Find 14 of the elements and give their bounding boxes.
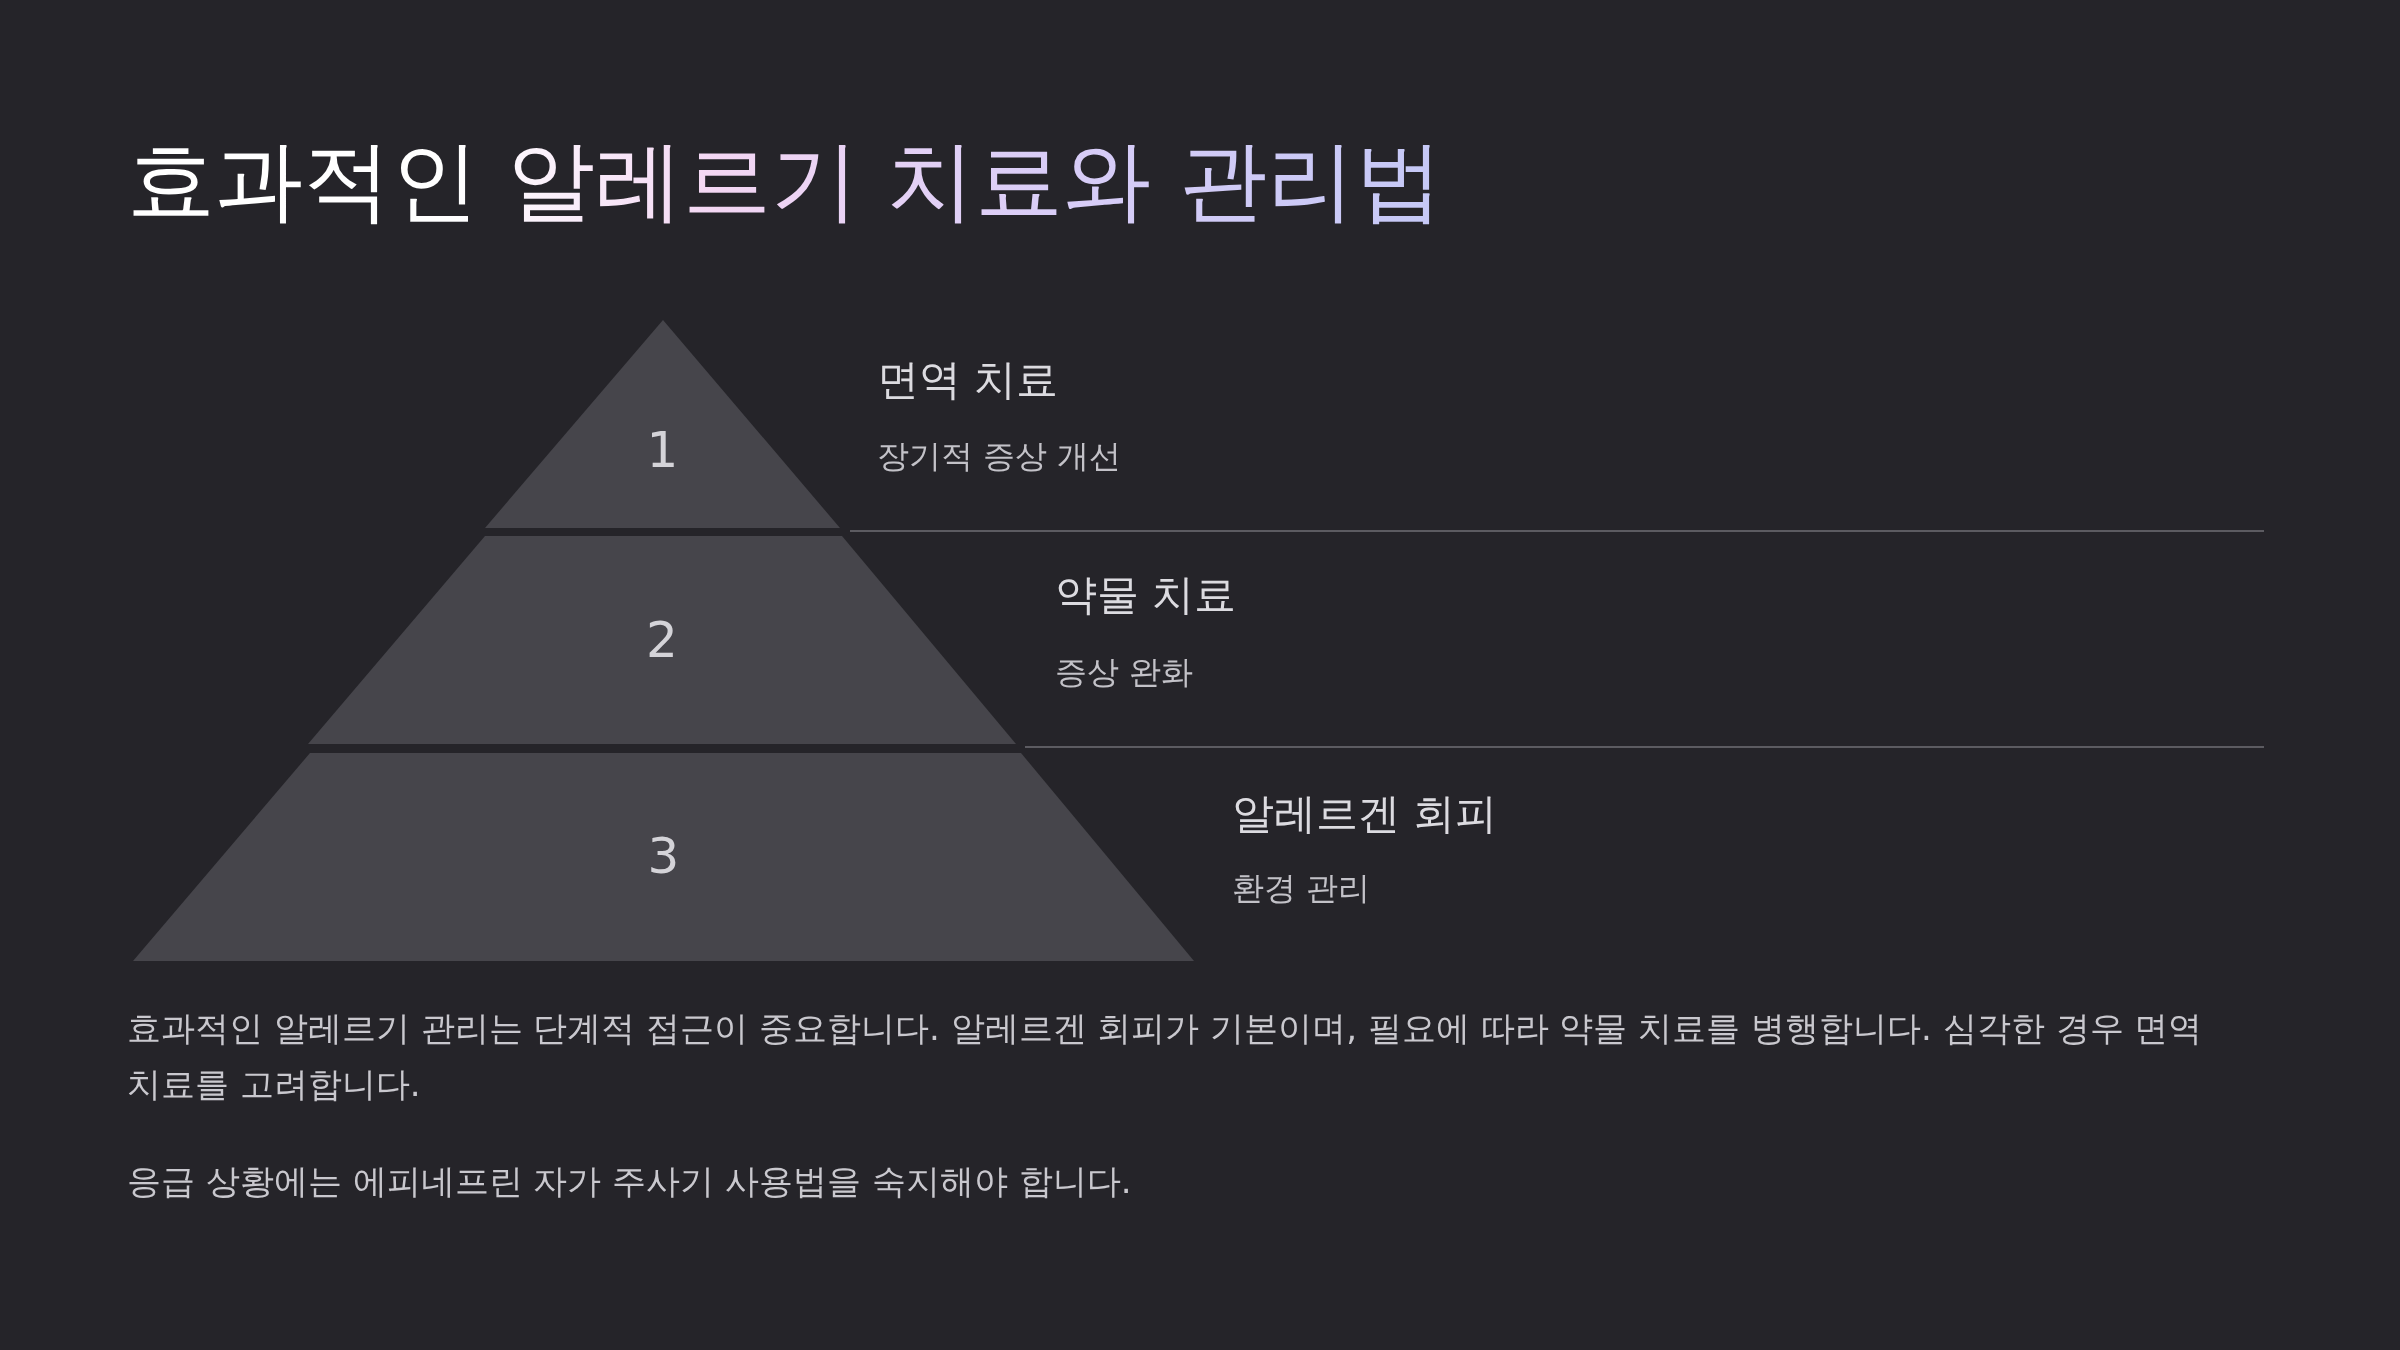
pyramid-tier bbox=[485, 320, 840, 528]
tier-description: 증상 완화 bbox=[1055, 653, 1194, 692]
tier-description: 장기적 증상 개선 bbox=[877, 437, 1122, 476]
tier-description: 환경 관리 bbox=[1232, 869, 1371, 908]
paragraph: 효과적인 알레르기 관리는 단계적 접근이 중요합니다. 알레르겐 회피가 기본이며, 필요에 따라 약물 치료를 병행합니다. 심각한 경우 면역 치료를 고려합니다. bbox=[127, 1007, 2204, 1106]
tier-number: 1 bbox=[645, 425, 680, 475]
tier-number: 3 bbox=[646, 831, 681, 881]
tier-number: 2 bbox=[645, 615, 679, 665]
tier-heading: 알레르겐 회피 bbox=[1232, 789, 1498, 840]
tier-heading: 약물 치료 bbox=[1055, 570, 1237, 621]
paragraph: 응급 상황에는 에피네프린 자가 주사기 사용법을 숙지해야 합니다. bbox=[127, 1160, 1133, 1203]
tier-heading: 면역 치료 bbox=[877, 355, 1059, 406]
pyramid-tier bbox=[133, 753, 1194, 961]
pyramid-tier bbox=[308, 536, 1016, 744]
